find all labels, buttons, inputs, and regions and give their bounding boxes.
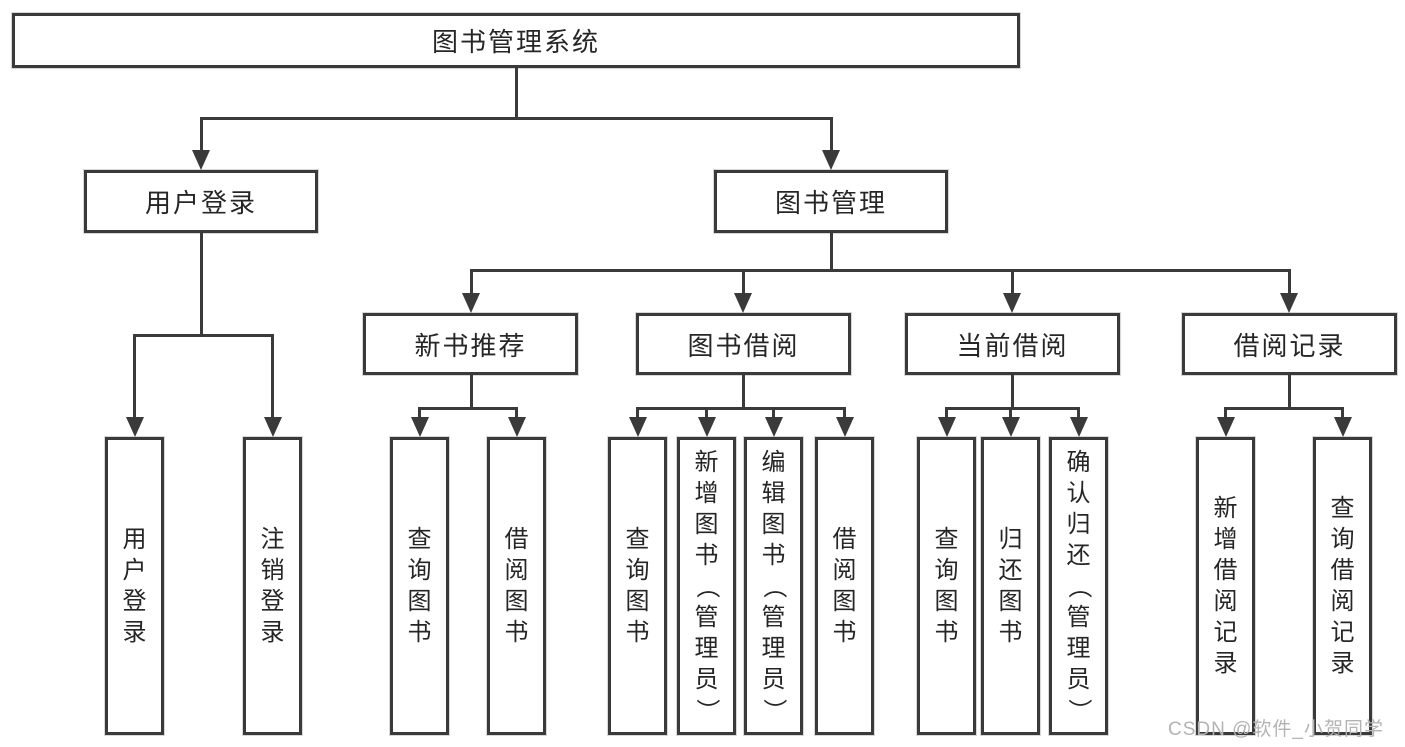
node-borrow-records: 借阅记录 (1182, 313, 1397, 375)
leaf-add-borrow-record-label: 新增借阅记录 (1213, 495, 1238, 677)
connector-line (830, 233, 833, 271)
node-root-label: 图书管理系统 (431, 27, 600, 57)
leaf-logout: 注销登录 (243, 437, 302, 735)
arrow-down-icon (698, 417, 716, 437)
arrow-down-icon (1217, 417, 1235, 437)
leaf-confirm-return-admin-label: 确认归还（管理员） (1065, 448, 1092, 723)
connector-line (742, 269, 745, 296)
leaf-query-books-borrow: 查询图书 (608, 437, 667, 735)
node-new-book-recommend: 新书推荐 (363, 313, 578, 375)
connector-line (1011, 269, 1014, 296)
arrow-down-icon (765, 417, 783, 437)
connector-line (772, 407, 775, 421)
connector-line (945, 407, 1080, 410)
arrow-down-icon (822, 150, 840, 170)
leaf-borrow-books-recommend: 借阅图书 (487, 437, 546, 735)
node-book-management-label: 图书管理 (774, 188, 887, 218)
arrow-down-icon (629, 417, 647, 437)
leaf-edit-book-admin-label: 编辑图书（管理员） (760, 448, 787, 723)
node-current-borrow-label: 当前借阅 (956, 330, 1069, 361)
node-current-borrow: 当前借阅 (905, 313, 1120, 375)
connector-line (1288, 375, 1291, 409)
leaf-query-borrow-record: 查询借阅记录 (1313, 437, 1372, 735)
arrow-down-icon (264, 417, 282, 437)
leaf-return-book: 归还图书 (981, 437, 1040, 735)
connector-line (133, 334, 274, 337)
leaf-user-login: 用户登录 (105, 437, 164, 735)
connector-line (470, 269, 473, 296)
leaf-query-books-recommend-label: 查询图书 (407, 526, 432, 646)
arrow-down-icon (1003, 293, 1021, 313)
arrow-down-icon (1070, 417, 1088, 437)
node-new-book-recommend-label: 新书推荐 (414, 330, 527, 361)
connector-line (1224, 407, 1344, 410)
leaf-add-book-admin-label: 新增图书（管理员） (693, 448, 720, 723)
node-borrow-records-label: 借阅记录 (1233, 330, 1346, 361)
arrow-down-icon (508, 417, 526, 437)
leaf-confirm-return-admin: 确认归还（管理员） (1049, 437, 1108, 735)
leaf-query-borrow-record-label: 查询借阅记录 (1330, 495, 1355, 677)
connector-line (470, 375, 473, 409)
node-root: 图书管理系统 (12, 13, 1020, 68)
leaf-query-books-recommend: 查询图书 (390, 437, 449, 735)
node-user-login: 用户登录 (84, 170, 318, 233)
arrow-down-icon (411, 417, 429, 437)
node-book-borrow-label: 图书借阅 (687, 330, 800, 361)
leaf-borrow-books-label: 借阅图书 (832, 526, 857, 646)
arrow-down-icon (1280, 293, 1298, 313)
connector-line (515, 407, 518, 421)
arrow-down-icon (462, 293, 480, 313)
arrow-down-icon (126, 417, 144, 437)
leaf-query-books-current: 查询图书 (917, 437, 976, 735)
connector-line (742, 375, 745, 409)
connector-line (271, 334, 274, 418)
connector-line (470, 269, 1291, 272)
connector-line (705, 407, 708, 421)
arrow-down-icon (1334, 417, 1352, 437)
arrow-down-icon (938, 417, 956, 437)
arrow-down-icon (192, 150, 210, 170)
leaf-borrow-books: 借阅图书 (815, 437, 874, 735)
leaf-add-book-admin: 新增图书（管理员） (677, 437, 736, 735)
leaf-return-book-label: 归还图书 (998, 526, 1023, 646)
leaf-logout-label: 注销登录 (260, 526, 285, 646)
connector-line (418, 407, 518, 410)
arrow-down-icon (1002, 417, 1020, 437)
connector-line (1009, 407, 1012, 421)
connector-line (515, 68, 518, 118)
connector-line (1224, 407, 1227, 421)
arrow-down-icon (836, 417, 854, 437)
connector-line (200, 117, 833, 120)
node-book-management: 图书管理 (714, 170, 948, 233)
connector-line (200, 117, 203, 153)
connector-line (1011, 375, 1014, 409)
leaf-user-login-label: 用户登录 (122, 526, 147, 646)
leaf-borrow-books-recommend-label: 借阅图书 (504, 526, 529, 646)
connector-line (418, 407, 421, 421)
node-book-borrow: 图书借阅 (636, 313, 851, 375)
connector-line (636, 407, 846, 410)
connector-line (636, 407, 639, 421)
connector-line (200, 233, 203, 335)
leaf-edit-book-admin: 编辑图书（管理员） (744, 437, 803, 735)
connector-line (945, 407, 948, 421)
connector-line (1288, 269, 1291, 296)
leaf-query-books-borrow-label: 查询图书 (625, 526, 650, 646)
leaf-add-borrow-record: 新增借阅记录 (1196, 437, 1255, 735)
leaf-query-books-current-label: 查询图书 (934, 526, 959, 646)
connector-line (1341, 407, 1344, 421)
connector-line (133, 334, 136, 418)
connector-line (830, 117, 833, 153)
watermark: CSDN @软件_小贺同学 (1168, 719, 1384, 740)
connector-line (843, 407, 846, 421)
arrow-down-icon (734, 293, 752, 313)
node-user-login-label: 用户登录 (144, 188, 257, 218)
connector-line (1077, 407, 1080, 421)
